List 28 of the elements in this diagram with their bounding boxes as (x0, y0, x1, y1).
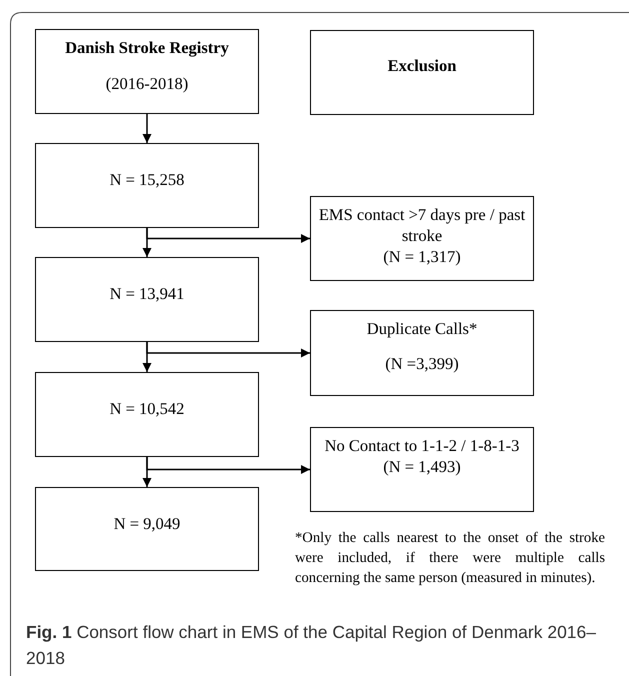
arrow (146, 342, 310, 358)
box-text: Duplicate Calls* (366, 318, 478, 339)
box-text: N = 13,941 (108, 283, 186, 304)
box-text: N = 15,258 (108, 169, 186, 190)
process-box (35, 143, 259, 228)
process-box (310, 427, 534, 512)
process-box (35, 372, 259, 457)
figure-caption: Fig. 1 Consort flow chart in EMS of the Capital Region of Denmark 2016–2018 (26, 621, 597, 670)
box-text: N = 9,049 (112, 513, 182, 534)
arrow (142, 114, 152, 143)
process-box (35, 29, 259, 114)
box-text: (N = 1,493) (382, 456, 462, 477)
process-box (310, 30, 534, 115)
box-text: EMS contact >7 days pre / past stroke (318, 204, 526, 246)
box-text: (N = 1,317) (382, 246, 462, 267)
process-box (35, 487, 259, 571)
process-box (310, 196, 534, 281)
arrow (146, 228, 310, 243)
box-heading: Exclusion (386, 55, 458, 76)
process-box (35, 257, 259, 342)
box-text: N = 10,542 (108, 398, 186, 419)
box-text: (N =3,399) (384, 353, 460, 374)
box-heading: Danish Stroke Registry (64, 37, 230, 58)
box-text: (2016-2018) (104, 73, 190, 94)
arrow (146, 457, 310, 474)
box-text: No Contact to 1-1-2 / 1-8-1-3 (324, 435, 520, 456)
process-box (310, 310, 534, 396)
footnote: *Only the calls nearest to the onset of the stroke were included, if there were multiple calls concerning the same person (measured in minutes). (295, 529, 605, 588)
